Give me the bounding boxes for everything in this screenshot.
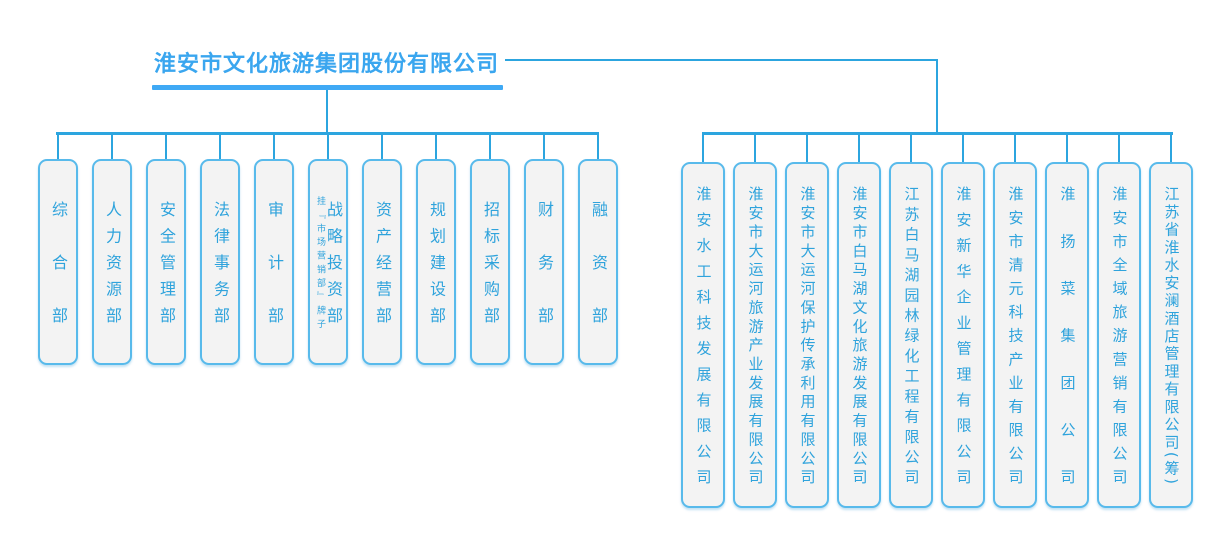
company-box-label: 淮安新华企业管理有限公司 xyxy=(954,186,973,484)
branch-stub xyxy=(219,134,221,160)
branch-stub xyxy=(1066,134,1068,163)
left-connector-line xyxy=(56,132,599,135)
branch-stub xyxy=(806,134,808,163)
department-box-label: 安全管理部 xyxy=(157,201,176,323)
department-box: 综合部 xyxy=(38,159,78,365)
company-box: 淮安市大运河旅游产业发展有限公司 xyxy=(733,162,777,508)
department-box: 财务部 xyxy=(524,159,564,365)
branch-stub xyxy=(165,134,167,160)
branch-stub xyxy=(858,134,860,163)
company-box: 淮安市大运河保护传承利用有限公司 xyxy=(785,162,829,508)
branch-stub xyxy=(489,134,491,160)
department-box-label: 综合部 xyxy=(49,201,68,323)
company-box: 淮扬菜集团公司 xyxy=(1045,162,1089,508)
department-box-label: 人力资源部 xyxy=(103,201,122,323)
department-box: 招标采购部 xyxy=(470,159,510,365)
branch-stub xyxy=(435,134,437,160)
company-box-label: 淮安市全域旅游营销有限公司 xyxy=(1110,186,1129,484)
department-box-label: 融资部 xyxy=(589,201,608,323)
left-trunk-line xyxy=(326,90,328,134)
department-box: 审计部 xyxy=(254,159,294,365)
department-box-note: 挂『市场营销部』牌子 xyxy=(315,196,325,328)
branch-stub xyxy=(381,134,383,160)
company-box-label: 江苏白马湖园林绿化工程有限公司 xyxy=(902,186,921,484)
branch-stub xyxy=(1014,134,1016,163)
branch-stub xyxy=(543,134,545,160)
company-box-label: 江苏省淮水安澜酒店管理有限公司(筹) xyxy=(1162,186,1181,484)
company-box: 淮安市白马湖文化旅游发展有限公司 xyxy=(837,162,881,508)
branch-stub xyxy=(111,134,113,160)
branch-stub xyxy=(702,134,704,163)
company-box: 江苏白马湖园林绿化工程有限公司 xyxy=(889,162,933,508)
company-box-label: 淮安市大运河旅游产业发展有限公司 xyxy=(746,186,765,484)
branch-stub xyxy=(962,134,964,163)
companies-group: 淮安水工科技发展有限公司 淮安市大运河旅游产业发展有限公司 淮安市大运河保护传承… xyxy=(681,162,1193,508)
company-box: 淮安市全域旅游营销有限公司 xyxy=(1097,162,1141,508)
branch-stub xyxy=(273,134,275,160)
title-to-right-line xyxy=(505,59,938,61)
branch-stub xyxy=(754,134,756,163)
department-box: 规划建设部 xyxy=(416,159,456,365)
department-box: 融资部 xyxy=(578,159,618,365)
company-box-label: 淮扬菜集团公司 xyxy=(1058,186,1077,484)
company-box: 淮安市清元科技产业有限公司 xyxy=(993,162,1037,508)
branch-stub xyxy=(597,134,599,160)
department-box: 挂『市场营销部』牌子战略投资部 xyxy=(308,159,348,365)
departments-group: 综合部 人力资源部 安全管理部 法律事务部 审计部 挂『市场营销部』牌子战略投资… xyxy=(38,159,618,365)
department-box-label: 财务部 xyxy=(535,201,554,323)
title-underline xyxy=(152,85,503,90)
company-box: 江苏省淮水安澜酒店管理有限公司(筹) xyxy=(1149,162,1193,508)
company-box-label: 淮安市白马湖文化旅游发展有限公司 xyxy=(850,186,869,484)
right-connector-line xyxy=(702,132,1173,135)
company-box-label: 淮安市大运河保护传承利用有限公司 xyxy=(798,186,817,484)
branch-stub xyxy=(1170,134,1172,163)
department-box-label: 审计部 xyxy=(265,201,284,323)
company-box: 淮安新华企业管理有限公司 xyxy=(941,162,985,508)
branch-stub xyxy=(1118,134,1120,163)
company-box-label: 淮安水工科技发展有限公司 xyxy=(694,186,713,484)
department-box: 人力资源部 xyxy=(92,159,132,365)
branch-stub xyxy=(57,134,59,160)
department-box-label: 规划建设部 xyxy=(427,201,446,323)
department-box-label: 法律事务部 xyxy=(211,201,230,323)
right-trunk-line xyxy=(936,59,938,134)
company-box-label: 淮安市清元科技产业有限公司 xyxy=(1006,186,1025,484)
department-box-label: 资产经营部 xyxy=(373,201,392,323)
company-box: 淮安水工科技发展有限公司 xyxy=(681,162,725,508)
branch-stub xyxy=(327,134,329,160)
department-box-label: 战略投资部 xyxy=(324,201,343,323)
branch-stub xyxy=(910,134,912,163)
department-box: 安全管理部 xyxy=(146,159,186,365)
department-box: 法律事务部 xyxy=(200,159,240,365)
org-root-title: 淮安市文化旅游集团股份有限公司 xyxy=(154,52,500,77)
department-box-label: 招标采购部 xyxy=(481,201,500,323)
department-box: 资产经营部 xyxy=(362,159,402,365)
